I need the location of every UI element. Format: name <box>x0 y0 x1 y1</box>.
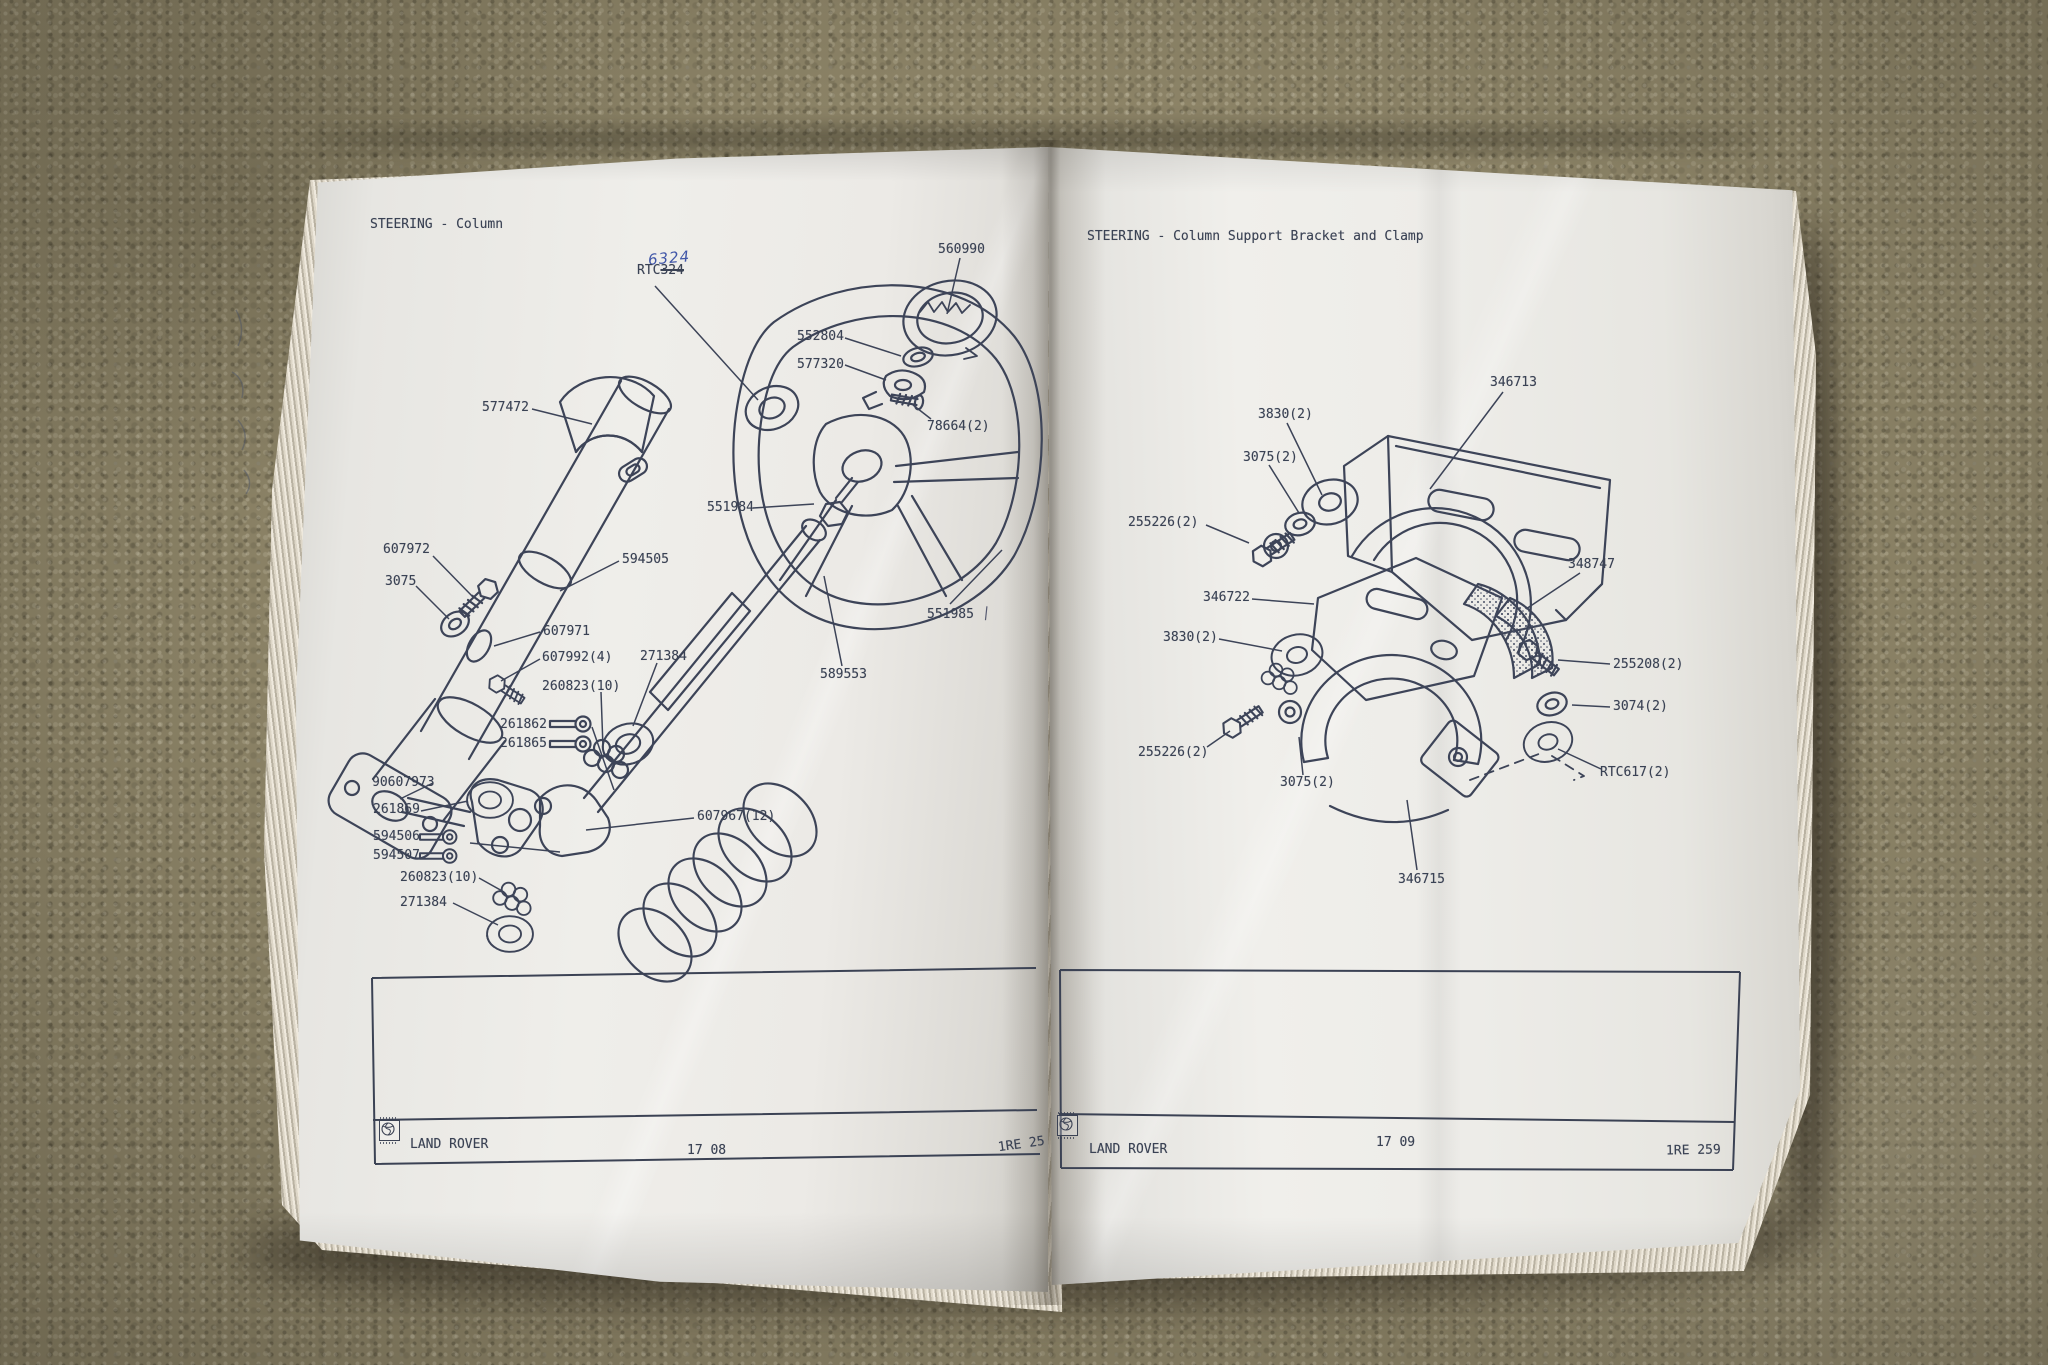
part-label-594507: 594507 <box>373 848 420 863</box>
part-label-255226-2: 255226(2) <box>1138 745 1209 760</box>
part-label-577472: 577472 <box>482 400 529 415</box>
part-label-348747: 348747 <box>1568 557 1615 572</box>
part-label-607967: 607967(12) <box>697 809 776 824</box>
british-leyland-logo <box>378 1117 400 1144</box>
part-label-3830-1: 3830(2) <box>1258 407 1313 422</box>
part-label-261862: 261862 <box>500 717 547 732</box>
part-label-3074: 3074(2) <box>1613 699 1668 714</box>
part-label-346715: 346715 <box>1398 872 1445 887</box>
part-label-551984: 551984 <box>707 500 754 515</box>
footer-page-code: 17 08 <box>687 1143 727 1158</box>
british-leyland-logo <box>1056 1112 1078 1139</box>
footer-brand: LAND ROVER <box>410 1137 489 1152</box>
footer-page-code: 17 09 <box>1376 1135 1416 1150</box>
footer-ref-code: 1RE 259 <box>1665 1142 1721 1159</box>
part-label-255226-1: 255226(2) <box>1128 515 1199 530</box>
pen-tick-mark: | <box>981 604 992 622</box>
part-label-607992: 607992(4) <box>542 650 613 665</box>
part-label-78664: 78664(2) <box>927 419 990 434</box>
roundel-icon <box>1056 1115 1078 1136</box>
part-label-260823-1: 260823(10) <box>542 679 621 694</box>
part-label-607971: 607971 <box>543 624 590 639</box>
part-label-90607973: 90607973 <box>372 775 435 790</box>
part-label-3830-2: 3830(2) <box>1163 630 1218 645</box>
part-label-3075-1: 3075(2) <box>1243 450 1298 465</box>
page-title: STEERING - Column Support Bracket and Cl… <box>1087 229 1424 244</box>
part-label-560990: 560990 <box>938 242 985 257</box>
footer-ref-code: 1RE 25 <box>997 1133 1046 1156</box>
part-label-552804: 552804 <box>797 329 844 344</box>
part-label-577320: 577320 <box>797 357 844 372</box>
part-label-271384-1: 271384 <box>640 649 687 664</box>
part-label-rtc617: RTC617(2) <box>1600 765 1671 780</box>
logo-tiny-text <box>380 1142 398 1144</box>
part-label-260823-2: 260823(10) <box>400 870 479 885</box>
part-label-rtc324: RTC324 <box>637 263 684 278</box>
logo-tiny-text <box>1058 1112 1076 1114</box>
part-label-271384-2: 271384 <box>400 895 447 910</box>
part-label-3075-2: 3075(2) <box>1280 775 1335 790</box>
logo-tiny-text <box>380 1117 398 1119</box>
logo-tiny-text <box>1058 1137 1076 1139</box>
part-label-346713: 346713 <box>1490 375 1537 390</box>
part-label-261865: 261865 <box>500 736 547 751</box>
page-title: STEERING - Column <box>370 217 504 232</box>
footer-brand: LAND ROVER <box>1089 1142 1168 1157</box>
part-label-346722: 346722 <box>1203 590 1250 605</box>
part-label-261869: 261869 <box>373 802 420 817</box>
roundel-icon <box>378 1120 400 1141</box>
part-label-594506: 594506 <box>373 829 420 844</box>
part-label-589553: 589553 <box>820 667 867 682</box>
part-label-594505: 594505 <box>622 552 669 567</box>
part-label-255208: 255208(2) <box>1613 657 1684 672</box>
part-label-3075: 3075 <box>385 574 417 589</box>
part-label-607972: 607972 <box>383 542 430 557</box>
part-label-551985: 551985 <box>927 607 974 622</box>
